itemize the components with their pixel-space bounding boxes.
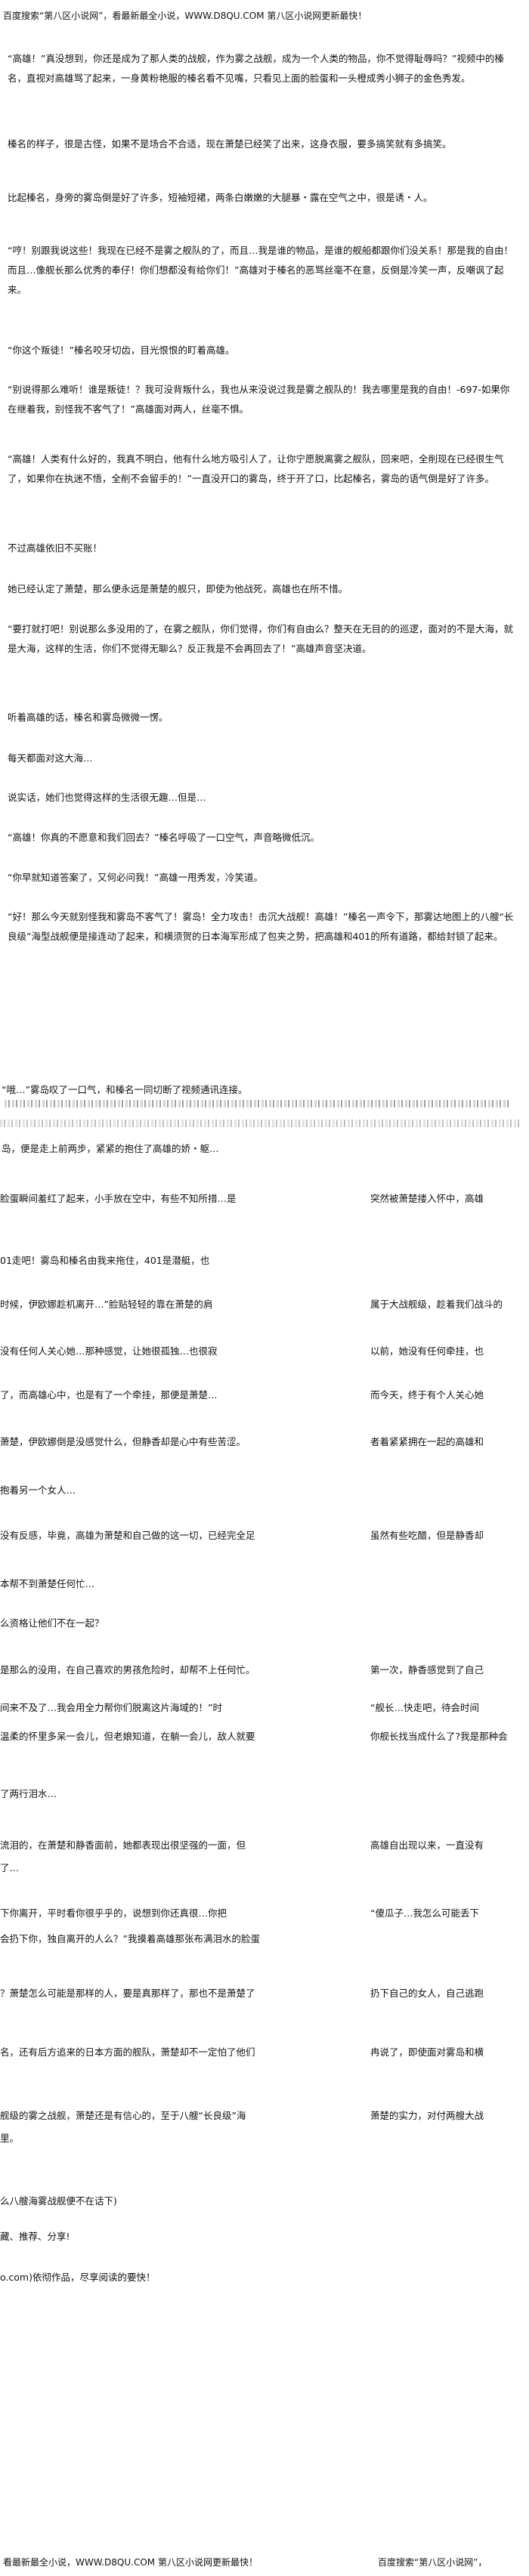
right-fragment: 冉说了，即使面对雾岛和横 — [370, 2046, 484, 2058]
footer-line: 藏、推荐、分享! — [0, 2231, 70, 2242]
right-fragment: “舰长…快走吧，待会时间 — [370, 1702, 479, 1713]
footer-line: 么八艘海雾战舰便不在话下) — [0, 2195, 117, 2207]
left-fragment: 名，还有后方追来的日本方面的舰队，萧楚却不一定怕了他们 — [0, 2046, 255, 2058]
left-fragment: 01走吧！雾岛和榛名由我来拖住，401是潜艇，也 — [0, 1255, 210, 1266]
footer-bar-left: 看最新最全小说，WWW.D8QU.COM 第八区小说网更新最快！ — [3, 2557, 258, 2568]
left-fragment: 温柔的怀里多呆一会儿，但老娘知道，在躺一会儿，敌人就要 — [0, 1731, 255, 1742]
left-fragment: 流泪的，在萧楚和静香面前，她都表现出很坚强的一面，但 — [0, 1839, 246, 1851]
left-fragment: 是那么的没用，在自己喜欢的男孩危险时，却帮不上任何忙。 — [0, 1664, 255, 1676]
right-fragment: 扔下自己的女人，自己逃跑 — [370, 1988, 484, 1999]
paragraph: “高雄！你真的不愿意和我们回去？”榛名呼吸了一口空气，声音略微低沉。 — [8, 832, 320, 843]
right-fragment: 高雄自出现以来，一直没有 — [370, 1839, 484, 1851]
left-fragment: 会扔下你，独自离开的人么？”我摸着高雄那张布满泪水的脸蛋 — [0, 1933, 260, 1944]
paragraph: 每天都面对这大海… — [8, 752, 93, 764]
paragraph: 说实话，她们也觉得这样的生活很无趣…但是… — [8, 792, 206, 803]
paragraph: “你早就知道答案了，又何必问我！”高雄一甩秀发，冷笑道。 — [8, 872, 263, 883]
right-fragment: “傻瓜子…我怎么可能丢下 — [370, 1907, 479, 1919]
overlay-strip-2 — [0, 1120, 521, 1127]
left-fragment: 么资格让他们不在一起？ — [0, 1617, 104, 1629]
left-fragment: “哦…”雾岛叹了一口气，和榛名一同切断了视频通讯连接。 — [2, 1084, 248, 1095]
left-fragment: 本帮不到萧楚任何忙… — [0, 1578, 95, 1589]
paragraph: 不过高雄依旧不买账！ — [8, 542, 103, 554]
paragraph: “哼！别跟我说这些！我现在已经不是雾之舰队的了，而且…我是谁的物品，是谁的舰船都… — [8, 245, 513, 295]
paragraph: “别说得那么难听！谁是叛徒！？我可没背叛什么，我也从来没说过我是雾之舰队的！我去… — [8, 384, 510, 415]
right-fragment: 以前，她没有任何牵挂，也 — [370, 1345, 484, 1357]
left-fragment: 里。 — [0, 2133, 20, 2144]
left-fragment: 萧楚，伊欧娜倒是没感觉什么，但静香却是心中有些苦涩。 — [0, 1436, 246, 1447]
left-fragment: 岛，便是走上前两步，紧紧的抱住了高雄的娇・躯… — [2, 1143, 219, 1154]
right-fragment: 而今天，终于有个人关心她 — [370, 1389, 484, 1401]
left-fragment: 脸蛋瞬间羞红了起来，小手放在空中，有些不知所措…是 — [0, 1193, 237, 1204]
footer-line: o.com)依彻作品，尽享阅读的要快！ — [0, 2272, 156, 2283]
paragraph: 榛名的样子，很是古怪，如果不是场合不合适，现在萧楚已经笑了出来，这身衣服，要多搞… — [8, 138, 452, 150]
right-fragment: 萧楚的实力，对付两艘大战 — [370, 2110, 484, 2121]
right-fragment: 第一次，静香感觉到了自己 — [370, 1664, 484, 1676]
paragraph: 她已经认定了萧楚，那么便永远是萧楚的舰只，即使为他战死，高雄也在所不惜。 — [8, 583, 348, 595]
left-fragment: ？萧楚怎么可能是那样的人，要是真那样了，那也不是萧楚了 — [0, 1988, 255, 1999]
right-fragment: 虽然有些吃醋，但是静香却 — [370, 1530, 484, 1541]
right-fragment: 者着紧紧拥在一起的高雄和 — [370, 1436, 484, 1447]
left-fragment: 没有反感，毕竟，高雄为萧楚和自己做的这一切，已经完全足 — [0, 1530, 255, 1541]
left-fragment: 时候，伊欧娜趁机离开…”脸贴轻轻的靠在萧楚的肩 — [0, 1299, 213, 1310]
overlay-strip-1 — [5, 1100, 511, 1107]
left-fragment: 了，而高雄心中，也是有了一个牵挂，那便是萧楚… — [0, 1389, 218, 1401]
right-fragment: 你舰长找当成什么了?我是那种会 — [370, 1731, 508, 1742]
left-fragment: 没有任何人关心她…那种感觉，让她很孤独…也很寂 — [0, 1345, 218, 1357]
left-fragment: 抱着另一个女人… — [0, 1484, 76, 1496]
page-header: 百度搜索“第八区小说网”，看最新最全小说，WWW.D8QU.COM 第八区小说网… — [3, 11, 367, 21]
left-fragment: 了两行泪水… — [0, 1788, 57, 1799]
paragraph: “要打就打吧！别说那么多没用的了，在雾之舰队，你们觉得，你们有自由么？整天在无目… — [8, 623, 513, 654]
right-fragment: 突然被萧楚搂入怀中，高雄 — [370, 1193, 484, 1204]
right-fragment: 属于大战舰级，趁着我们战斗的 — [370, 1299, 503, 1310]
paragraph: “高雄！”真没想到，你还是成为了那人类的战舰，作为雾之战舰，成为一个人类的物品，… — [8, 53, 504, 84]
footer-bar-right: 百度搜索“第八区小说网”， — [378, 2557, 487, 2568]
paragraph: 听着高雄的话，榛名和雾岛微微一愣。 — [8, 712, 169, 723]
paragraph: “高雄！人类有什么好的，我真不明白，他有什么地方吸引人了，让你宁愿脱离雾之舰队，… — [8, 453, 504, 484]
paragraph: “好！那么今天就别怪我和雾岛不客气了！雾岛！全力攻击！击沉大战舰！高雄！”榛名一… — [8, 911, 514, 942]
paragraph: 比起榛名，身旁的雾岛倒是好了许多，短袖短裙，两条白嫩嫩的大腿暴・露在空气之中，很… — [8, 192, 433, 203]
left-fragment: 间来不及了…我会用全力帮你们脱离这片海域的！”时 — [0, 1702, 222, 1713]
left-fragment: 下你离开，平时看你很乎乎的，说想到你还真很…你把 — [0, 1907, 227, 1919]
paragraph: “你这个叛徒！”榛名咬牙切齿，目光恨恨的盯着高雄。 — [8, 344, 235, 356]
left-fragment: 舰级的雾之战舰，萧楚还是有信心的，至于八艘“长良级”海 — [0, 2110, 246, 2121]
left-fragment: 了… — [0, 1862, 20, 1873]
